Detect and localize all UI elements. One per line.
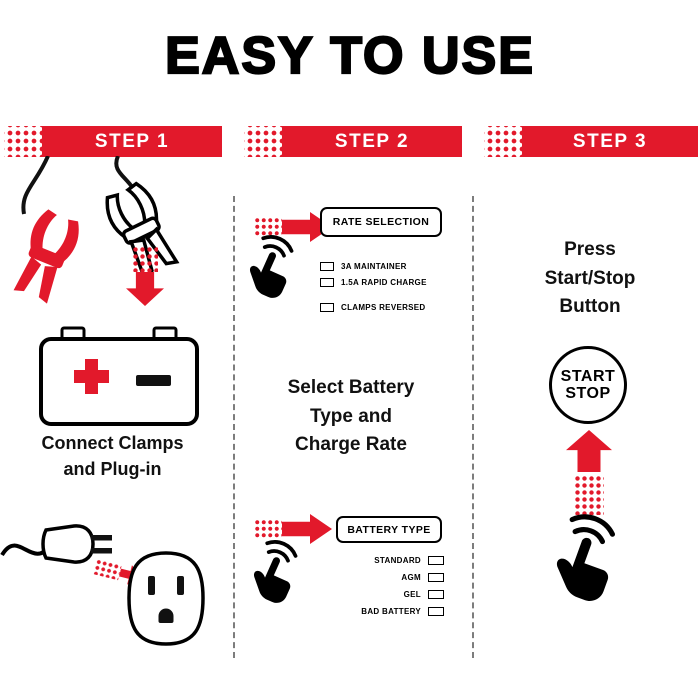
start-label: START bbox=[560, 367, 616, 385]
indicator-box bbox=[428, 573, 444, 582]
indicator-box bbox=[320, 278, 334, 287]
caption-line: Select Battery bbox=[287, 377, 415, 398]
battery-icon bbox=[39, 326, 199, 426]
halftone-pattern bbox=[244, 126, 282, 157]
caption-line: Connect Clamps bbox=[41, 433, 184, 453]
battery-type-button: BATTERY TYPE bbox=[336, 516, 442, 543]
stop-label: STOP bbox=[565, 385, 611, 402]
battery-option-label: AGM bbox=[401, 573, 421, 582]
arrow-head bbox=[126, 272, 164, 306]
list-item: 3A MAINTAINER bbox=[320, 262, 450, 271]
caption-line: and Plug-in bbox=[63, 459, 162, 480]
outlet-icon bbox=[127, 551, 205, 646]
indicator-box bbox=[320, 262, 334, 271]
indicator-box bbox=[428, 607, 444, 616]
battery-option-label: GEL bbox=[403, 590, 421, 599]
halftone-pattern bbox=[254, 217, 282, 237]
rate-selection-button: RATE SELECTION bbox=[320, 207, 442, 237]
list-item: BAD BATTERY bbox=[328, 607, 444, 616]
battery-clamps-icon bbox=[12, 156, 183, 306]
step2-banner: STEP 2 bbox=[244, 126, 462, 157]
down-arrow-icon bbox=[126, 246, 164, 306]
halftone-pattern bbox=[92, 558, 122, 581]
right-arrow-icon bbox=[254, 514, 332, 544]
list-item: CLAMPS REVERSED bbox=[320, 303, 450, 312]
battery-option-label: BAD BATTERY bbox=[361, 607, 421, 616]
step1-caption: Connect Clamps and Plug-in bbox=[0, 430, 225, 482]
column-divider bbox=[233, 196, 235, 658]
caption-line: Start/Stop bbox=[544, 267, 636, 289]
halftone-pattern bbox=[574, 475, 604, 515]
step1-banner: STEP 1 bbox=[4, 126, 222, 157]
list-item: 1.5A RAPID CHARGE bbox=[320, 278, 450, 287]
up-arrow-icon bbox=[566, 430, 612, 515]
list-item: GEL bbox=[328, 590, 444, 599]
caption-line: Button bbox=[559, 296, 621, 317]
step3-caption: Press Start/Stop Button bbox=[482, 236, 698, 322]
arrow-head bbox=[566, 430, 612, 472]
battery-options-list: STANDARD AGM GEL BAD BATTERY bbox=[328, 556, 444, 624]
rate-option-label: 1.5A RAPID CHARGE bbox=[341, 278, 427, 287]
rate-options-list: 3A MAINTAINER 1.5A RAPID CHARGE CLAMPS R… bbox=[320, 262, 450, 319]
indicator-box bbox=[320, 303, 334, 312]
list-item: AGM bbox=[328, 573, 444, 582]
step3-banner: STEP 3 bbox=[484, 126, 698, 157]
start-stop-button: START STOP bbox=[549, 346, 627, 424]
step3-banner-label: STEP 3 bbox=[522, 126, 698, 157]
halftone-pattern bbox=[254, 519, 282, 539]
page-title: EASY TO USE bbox=[164, 26, 535, 86]
halftone-pattern bbox=[132, 246, 158, 272]
plug-icon bbox=[0, 524, 112, 564]
step2-caption: Select Battery Type and Charge Rate bbox=[240, 374, 462, 460]
halftone-pattern bbox=[484, 126, 522, 157]
rate-option-label: CLAMPS REVERSED bbox=[341, 303, 426, 312]
caption-line: Press bbox=[564, 239, 616, 260]
step2-banner-label: STEP 2 bbox=[282, 126, 462, 157]
step1-banner-label: STEP 1 bbox=[42, 126, 222, 157]
list-item: STANDARD bbox=[328, 556, 444, 565]
caption-line: Charge Rate bbox=[295, 434, 407, 455]
halftone-pattern bbox=[4, 126, 42, 157]
rate-option-label: 3A MAINTAINER bbox=[341, 262, 407, 271]
tap-hand-icon bbox=[526, 500, 640, 620]
indicator-box bbox=[428, 556, 444, 565]
indicator-box bbox=[428, 590, 444, 599]
column-divider bbox=[472, 196, 474, 658]
battery-option-label: STANDARD bbox=[374, 556, 421, 565]
caption-line: Type and bbox=[310, 405, 392, 427]
arrow-head bbox=[282, 514, 332, 544]
